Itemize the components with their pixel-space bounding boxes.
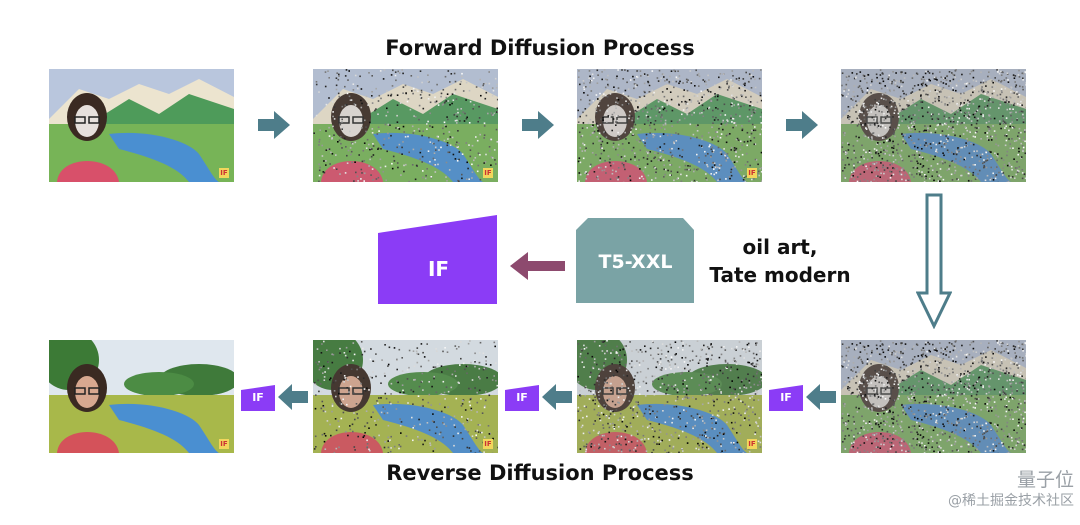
down-outline-arrow: [916, 193, 952, 329]
if-logo-badge: IF: [483, 439, 493, 449]
if-small-label-3: IF: [252, 391, 264, 404]
reverse-diffusion-title: Reverse Diffusion Process: [386, 461, 694, 485]
t5-xxl-encoder-block: [576, 218, 694, 303]
if-logo-badge: IF: [747, 439, 757, 449]
forward-diffusion-title: Forward Diffusion Process: [385, 36, 695, 60]
reverse-image-step-1: IF: [577, 340, 762, 453]
watermark-brand: 量子位: [1016, 469, 1074, 491]
if-small-label-2: IF: [516, 391, 528, 404]
forward-arrow-2: [522, 111, 554, 139]
if-logo-badge: IF: [747, 168, 757, 178]
if-model-block: [378, 215, 497, 304]
forward-image-noise-3: [841, 69, 1026, 182]
reverse-image-final: IF: [49, 340, 234, 453]
forward-arrow-1: [258, 111, 290, 139]
t5-xxl-label: T5-XXL: [598, 251, 673, 273]
forward-image-noise-1: IF: [313, 69, 498, 182]
encoder-to-if-arrow: [510, 252, 565, 280]
if-small-block-3: IF: [241, 385, 275, 411]
prompt-line-1: oil art,: [742, 235, 818, 259]
if-small-label-1: IF: [780, 391, 792, 404]
watermark-source: @稀土掘金技术社区: [948, 493, 1074, 509]
forward-arrow-3: [786, 111, 818, 139]
prompt-line-2: Tate modern: [709, 263, 851, 287]
reverse-image-step-2: IF: [313, 340, 498, 453]
if-logo-badge: IF: [219, 439, 229, 449]
reverse-image-noisy: [841, 340, 1026, 453]
text-prompt: oil art, Tate modern: [700, 233, 860, 289]
if-small-block-2: IF: [505, 385, 539, 411]
if-logo-badge: IF: [219, 168, 229, 178]
if-model-label: IF: [427, 257, 450, 281]
reverse-arrow-3: [278, 384, 308, 410]
reverse-arrow-1: [806, 384, 836, 410]
if-small-block-1: IF: [769, 385, 803, 411]
reverse-arrow-2: [542, 384, 572, 410]
if-logo-badge: IF: [483, 168, 493, 178]
forward-image-noise-2: IF: [577, 69, 762, 182]
forward-image-clean: IF: [49, 69, 234, 182]
